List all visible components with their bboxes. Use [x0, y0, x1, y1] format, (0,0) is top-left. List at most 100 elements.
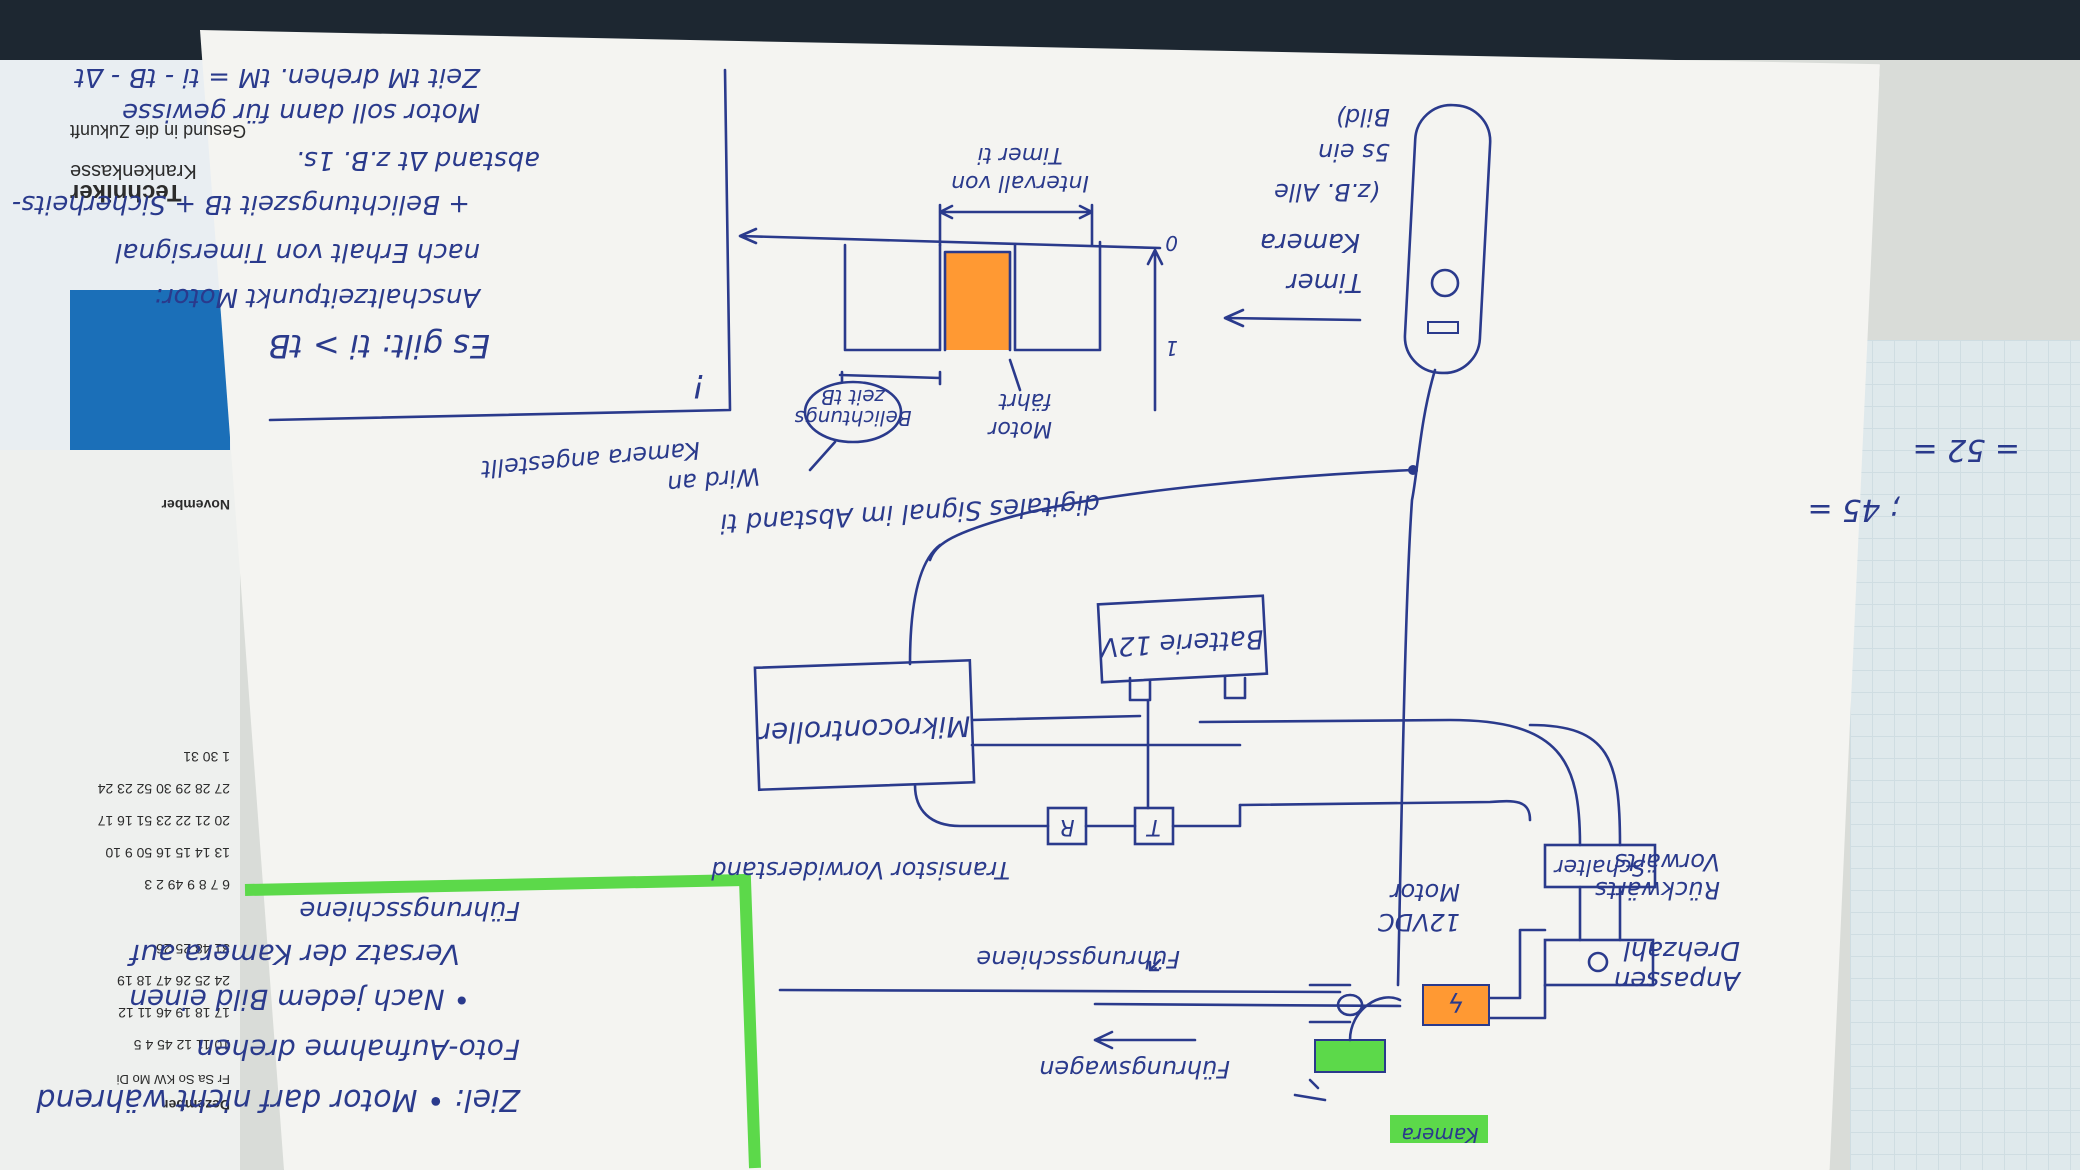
motor-name-label: Motor	[1389, 878, 1460, 906]
cal-row-7: 20 21 22 23 51 16 17	[97, 813, 230, 829]
battery-label: Batterie 12V	[1098, 623, 1265, 662]
carriage	[1314, 1039, 1386, 1073]
timer-slot	[1427, 321, 1459, 334]
flyer-line-2: Krankenkasse	[70, 160, 197, 182]
cal-title-1: Dezember	[163, 1097, 230, 1113]
timer-label-2: Kamera	[1260, 227, 1360, 257]
handwritten-labels: Führungswagen Führungsschiene Drehzahl A…	[479, 103, 1742, 1083]
expl-line-2: Anschaltzeitpunkt Motor:	[154, 282, 482, 312]
speed-label-2: Anpassen	[1614, 965, 1742, 995]
cal-head: Fr Sa So KW Mo Di	[116, 1072, 230, 1087]
motor-box	[1422, 984, 1490, 1026]
goal-line-2: Foto-Aufnahme drehen	[197, 1033, 521, 1066]
microcontroller-label: Mikrocontroller	[758, 709, 971, 749]
flyer-line-3: Gesund in die Zukunft	[70, 121, 246, 141]
interval-label-2: Timer ti	[977, 142, 1062, 167]
timer-label-4: 5s ein	[1318, 138, 1390, 166]
cal-row-9: 1 30 31	[183, 749, 230, 765]
flyer-line-1: Techniker	[70, 179, 182, 206]
timer-arrow	[1223, 308, 1362, 328]
switch-wire-1	[1198, 718, 1582, 847]
mc-signal-wire	[908, 543, 942, 666]
mc-wires	[970, 714, 1242, 747]
transistor-row-label: Transistor Vorwiderstand	[711, 856, 1010, 884]
goal-line-4: Versatz der Kamera auf	[127, 938, 460, 971]
rt-wires	[913, 783, 1242, 828]
cal-row-2: 17 18 19 46 11 12	[118, 1005, 230, 1021]
switch-wire-3	[1238, 799, 1532, 822]
mat-note-1: = 52 =	[1912, 432, 2020, 467]
timer-label-5: Bild)	[1336, 103, 1390, 131]
calendar-text: Dezember November Fr Sa So KW Mo Di 10 1…	[97, 497, 230, 1113]
timer-label-1: Timer	[1285, 267, 1362, 297]
timer-device	[1403, 103, 1492, 375]
backward-label: Rückwärts	[1595, 876, 1720, 904]
exposure-bracket	[838, 370, 942, 386]
flyer-logo	[70, 290, 230, 460]
timer-label-3: (z.B. Alle	[1274, 178, 1380, 206]
interval-label-1: Intervall von	[951, 170, 1089, 195]
cal-row-5: 6 7 8 9 49 2 3	[144, 877, 230, 893]
speed-label-1: Drehzahl	[1623, 935, 1740, 965]
timing-axis-y	[1146, 248, 1164, 412]
expl-line-3: nach Erhalt von Timersignal	[115, 237, 481, 267]
expl-es-gilt: Es gilt: ti > tB	[268, 327, 490, 365]
exposure-box	[943, 250, 1012, 352]
motor-pointer	[1008, 358, 1022, 392]
motor-moves-label-2: fährt	[998, 388, 1052, 413]
guide-rail	[778, 983, 1402, 1024]
expl-line-5: abstand Δt z.B. 1s.	[296, 145, 540, 175]
cal-row-1: 10 11 12 45 4 5	[134, 1037, 230, 1053]
carriage-cable	[1348, 996, 1402, 1042]
goal-line-3: • Nach jedem Bild einen	[129, 983, 470, 1016]
flyer-text: Techniker Krankenkasse Gesund in die Zuk…	[70, 121, 246, 206]
timer-button	[1430, 268, 1460, 298]
explanation-text: Es gilt: ti > tB ! Anschaltzeitpunkt Mot…	[12, 62, 705, 405]
speed-pot-knob	[1587, 951, 1609, 973]
signal-label: digitales Signal im Abstand ti	[719, 488, 1101, 538]
explanation-frame	[268, 68, 732, 422]
switch-pot-wires	[1578, 885, 1622, 942]
cal-row-4: 31 48 25 26	[156, 941, 230, 957]
interval-bracket	[938, 203, 1094, 247]
forward-label: Vorwärts	[1614, 848, 1720, 876]
exposure-bubble	[803, 380, 903, 444]
pot-wires	[1488, 928, 1547, 1020]
timing-axis-x	[738, 227, 1162, 250]
battery-box	[1096, 594, 1269, 684]
bubble-pointer	[808, 440, 837, 472]
exposure-label-2: zeit tB	[821, 385, 886, 409]
goal-line-1: Ziel: • Motor darf nicht während	[35, 1082, 521, 1117]
carriage-label: Führungswagen	[1039, 1055, 1230, 1083]
goal-frame	[244, 873, 761, 1169]
timing-axis-0: 0	[1165, 231, 1178, 255]
cal-title-2: November	[161, 497, 230, 513]
motion-arrow	[1093, 1030, 1197, 1050]
lightning-icon: ϟ	[1447, 990, 1464, 1020]
expl-line-6: Motor soll dann für gewisse	[122, 97, 480, 127]
expl-line-4: + Belichtungszeit tB + Sicherheits-	[12, 189, 470, 219]
direction-switch	[1543, 843, 1657, 889]
mat-note-2: ; 45 =	[1808, 492, 1901, 527]
signal-wire	[928, 468, 1414, 562]
switch-wire-2	[1528, 723, 1622, 847]
goal-text: Ziel: • Motor darf nicht während Foto-Au…	[35, 895, 521, 1117]
resistor-label: R	[1059, 814, 1074, 839]
paper-sheet	[200, 30, 1880, 1170]
speed-pot-box	[1543, 938, 1655, 987]
motor-voltage-label: 12VDC	[1378, 908, 1460, 936]
switch-label: Schalter	[1553, 854, 1646, 879]
camera-on-label-1: Wird an	[666, 462, 761, 498]
calendar	[0, 450, 240, 1170]
exposure-fill	[945, 253, 1010, 350]
rail-pointer	[1148, 958, 1162, 972]
cal-row-6: 13 14 15 16 50 9 10	[105, 845, 230, 861]
exposure-label-1: Belichtungs	[794, 406, 911, 430]
expl-mark: !	[692, 367, 705, 405]
timing-axis-1: 1	[1165, 336, 1178, 360]
pulse-1	[1013, 240, 1102, 352]
camera-label-bg	[1390, 1115, 1488, 1143]
goal-line-5: Führungsschiene	[299, 895, 520, 925]
carriage-pointer	[1293, 1078, 1327, 1102]
